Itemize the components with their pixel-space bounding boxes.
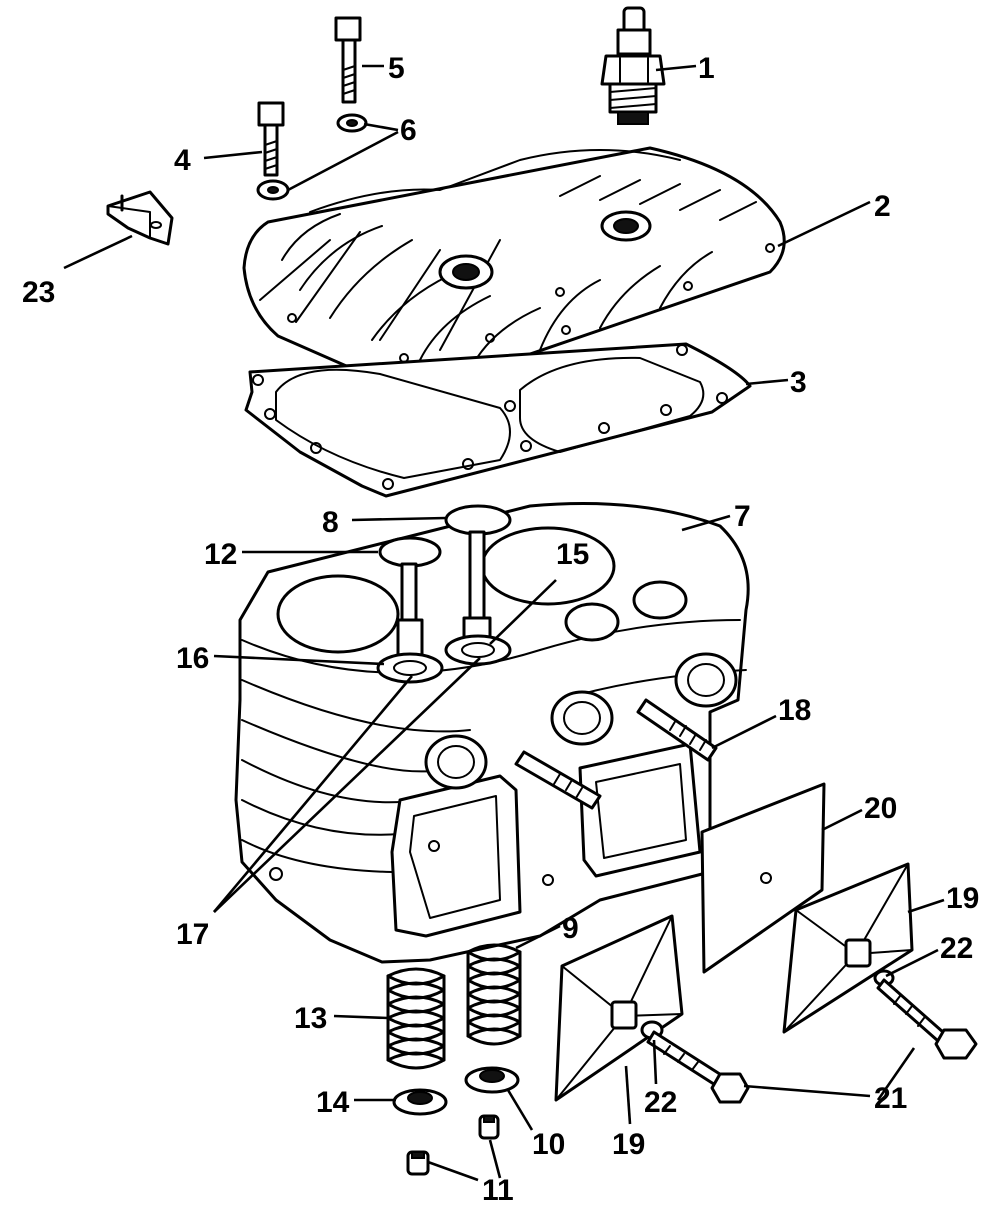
- callout-1: 1: [698, 52, 715, 85]
- keeper-11: [406, 1114, 500, 1176]
- callout-23: 23: [22, 276, 55, 309]
- stud-18: [514, 698, 718, 810]
- callout-19-right: 19: [946, 882, 979, 915]
- leader-lines: [63, 64, 945, 1182]
- cover-19-left: [554, 914, 750, 1104]
- head-gasket: [244, 342, 752, 498]
- valve-spring-9: [466, 943, 522, 1046]
- callout-22-right: 22: [940, 932, 973, 965]
- callout-11: 11: [482, 1174, 514, 1207]
- cylinder-block: [234, 502, 750, 964]
- callout-10: 10: [532, 1128, 565, 1161]
- callout-19-left: 19: [612, 1128, 645, 1161]
- callout-17: 17: [176, 918, 209, 951]
- washer-6-upper: [336, 113, 368, 133]
- callout-16: 16: [176, 642, 209, 675]
- retainer-10: [464, 1066, 520, 1094]
- callout-12: 12: [204, 538, 237, 571]
- callout-8: 8: [322, 506, 339, 539]
- callout-3: 3: [790, 366, 807, 399]
- gasket-20: [700, 782, 826, 974]
- callout-labels: 1 2 3 4 5 6 7 8 9 10 11 12 13 14 15 16 1…: [22, 52, 979, 1207]
- callout-7: 7: [734, 500, 751, 533]
- callout-18: 18: [778, 694, 811, 727]
- bolt-5: [334, 16, 362, 104]
- callout-13: 13: [294, 1002, 327, 1035]
- bolt-4: [257, 101, 285, 177]
- callout-2: 2: [874, 190, 891, 223]
- spark-plug: [600, 6, 666, 125]
- callout-14: 14: [316, 1086, 350, 1119]
- callout-9: 9: [562, 912, 579, 945]
- cylinder-head: [242, 146, 786, 390]
- callout-22-left: 22: [644, 1086, 677, 1119]
- callout-20: 20: [864, 792, 897, 825]
- washer-6-lower: [256, 179, 290, 201]
- callout-5: 5: [388, 52, 405, 85]
- cover-19-right: [782, 862, 978, 1060]
- bracket-23: [106, 190, 174, 246]
- callout-4: 4: [174, 144, 191, 177]
- callout-21: 21: [874, 1082, 907, 1115]
- retainer-14: [392, 1088, 448, 1116]
- valve-spring-13: [386, 967, 446, 1070]
- callout-15: 15: [556, 538, 589, 571]
- valve-seats: [376, 634, 512, 684]
- callout-6: 6: [400, 114, 417, 147]
